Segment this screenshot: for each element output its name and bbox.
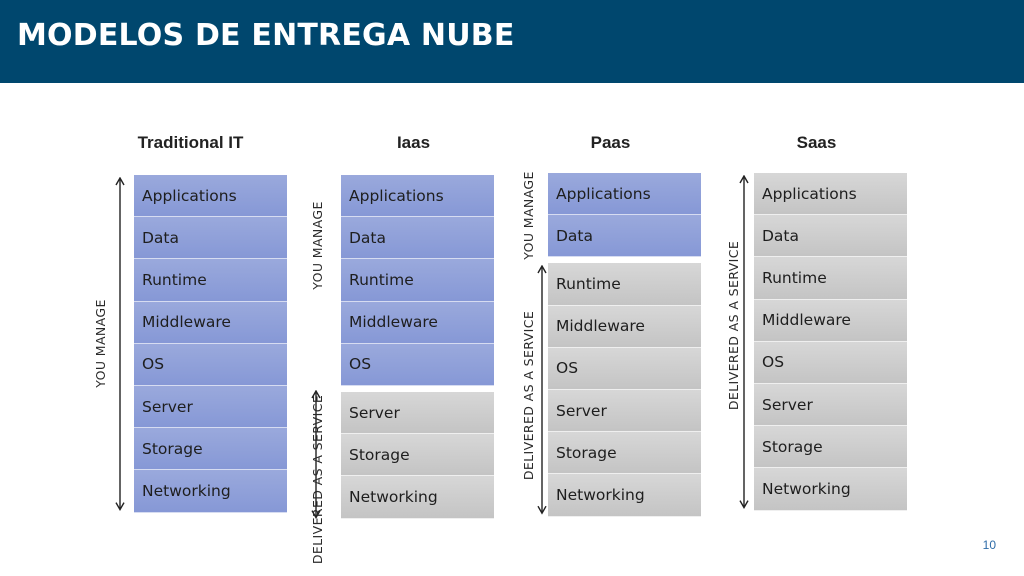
layer-label: Networking [556,485,645,504]
layer-label: Server [762,395,813,414]
arrow-delivered-as-service [311,390,321,519]
layer-data: Data [754,215,907,258]
layer-label: Storage [762,437,823,456]
layer-label: Server [349,403,400,422]
layer-networking: Networking [548,474,701,517]
layer-middleware: Middleware [548,305,701,348]
layer-runtime: Runtime [754,257,907,300]
layer-label: Applications [142,186,237,205]
layer-label: OS [556,359,579,378]
layer-runtime: Runtime [548,263,701,306]
vertical-label-you-manage: YOU MANAGE [309,200,325,290]
layer-middleware: Middleware [754,299,907,342]
layer-label: OS [349,355,372,374]
arrow-delivered-as-service [739,175,749,509]
layer-label: Middleware [142,313,231,332]
layer-label: Applications [762,184,857,203]
layer-label: Data [556,226,594,245]
layer-storage: Storage [341,434,494,477]
column-title-saas: Saas [796,133,837,152]
layer-server: Server [548,390,701,433]
header-bar: MODELOS DE ENTREGA NUBE [0,0,1024,83]
layer-label: Middleware [762,311,851,330]
layer-label: Server [556,401,607,420]
column-title-traditional-it: Traditional IT [137,133,244,152]
layer-os: OS [341,343,494,386]
layer-label: Applications [349,186,444,205]
layer-os: OS [134,343,287,386]
layer-label: Data [349,228,387,247]
layer-networking: Networking [754,468,907,511]
layer-label: Runtime [762,268,827,287]
layer-storage: Storage [134,428,287,471]
layer-label: Networking [142,481,231,500]
layer-label: Middleware [349,313,438,332]
layer-server: Server [754,384,907,427]
layer-networking: Networking [341,476,494,519]
layer-server: Server [134,386,287,429]
layer-applications: Applications [548,173,701,216]
vertical-label-you-manage: YOU MANAGE [520,170,536,260]
layer-runtime: Runtime [134,259,287,302]
vertical-label-you-manage: YOU MANAGE [92,299,108,389]
layer-os: OS [548,347,701,390]
layer-label: Storage [349,445,410,464]
layer-data: Data [134,217,287,260]
layer-label: Runtime [556,274,621,293]
layer-data: Data [341,217,494,260]
layer-label: Networking [762,479,851,498]
layer-label: Server [142,397,193,416]
vertical-label-delivered: DELIVERED AS A SERVICE [309,394,325,564]
layer-runtime: Runtime [341,259,494,302]
layer-storage: Storage [754,426,907,469]
layer-label: Applications [556,184,651,203]
arrow-delivered-as-service [537,265,547,515]
layer-middleware: Middleware [134,301,287,344]
vertical-label-delivered: DELIVERED AS A SERVICE [520,310,536,480]
layer-label: Data [762,226,800,245]
layer-label: Storage [142,439,203,458]
layer-networking: Networking [134,470,287,513]
layer-label: Networking [349,487,438,506]
layer-server: Server [341,392,494,435]
layer-os: OS [754,341,907,384]
layer-applications: Applications [754,173,907,216]
layer-label: OS [142,355,165,374]
layer-label: Runtime [349,270,414,289]
page-number: 10 [982,538,996,552]
column-title-iaas: Iaas [396,133,431,152]
arrow-you-manage [115,177,125,511]
layer-data: Data [548,215,701,258]
layer-label: Runtime [142,270,207,289]
layer-label: Middleware [556,317,645,336]
layer-middleware: Middleware [341,301,494,344]
layer-applications: Applications [341,175,494,218]
layer-label: OS [762,353,785,372]
layer-applications: Applications [134,175,287,218]
layer-label: Storage [556,443,617,462]
slide-title: MODELOS DE ENTREGA NUBE [17,18,515,53]
column-title-paas: Paas [590,133,631,152]
vertical-label-delivered: DELIVERED AS A SERVICE [725,240,741,410]
layer-label: Data [142,228,180,247]
layer-storage: Storage [548,432,701,475]
